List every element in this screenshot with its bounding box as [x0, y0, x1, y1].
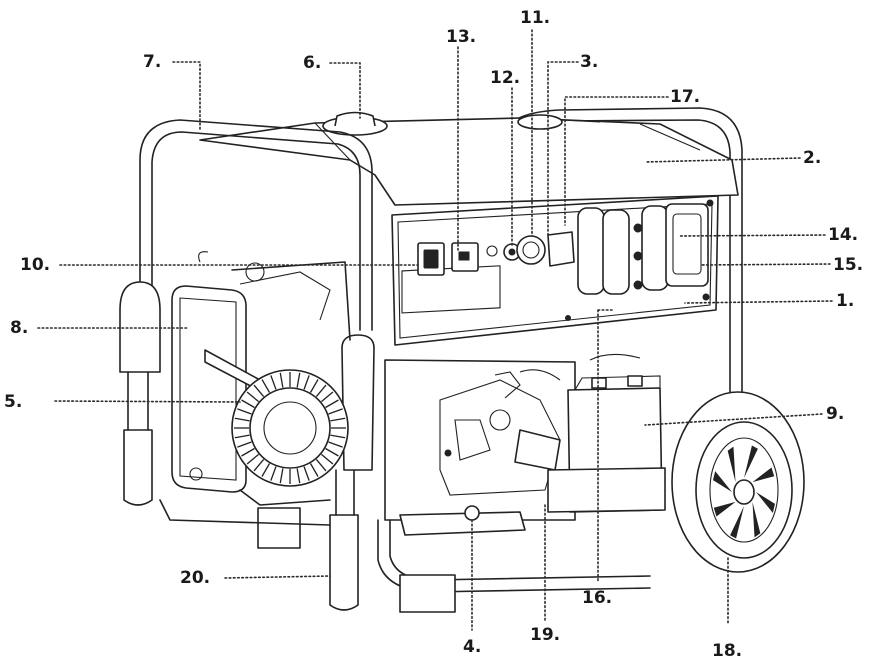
- starter-fin: [330, 417, 346, 422]
- wheel-spoke: [727, 446, 736, 483]
- front-handle-grip: [329, 514, 359, 611]
- base-frame: [159, 499, 651, 613]
- battery: [547, 353, 666, 513]
- starter-fin: [246, 391, 260, 403]
- front-frame: [119, 119, 375, 611]
- leader-14: [679, 234, 826, 237]
- starter-fin: [237, 441, 252, 448]
- leader-2: [644, 157, 801, 163]
- fuel-tank: [199, 111, 739, 206]
- callout-10: 10.: [20, 255, 50, 275]
- callout-8: 8.: [10, 318, 28, 338]
- callout-17: 17.: [670, 87, 700, 107]
- starter-fin: [279, 468, 284, 484]
- starter-fin: [309, 463, 319, 477]
- starter-fin: [303, 375, 310, 390]
- leader-3: [547, 61, 579, 236]
- left-handle-grip: [123, 429, 153, 506]
- starter-fin: [315, 458, 327, 472]
- fuel-gauge: [517, 114, 563, 130]
- callout-labels: 7. 6. 13. 12. 11. 3. 17. 2. 14. 15. 1. 9…: [4, 8, 863, 661]
- starter-fin: [328, 408, 343, 415]
- starter-fin: [234, 434, 250, 439]
- leader-9: [644, 413, 823, 426]
- wheel-spoke: [712, 471, 732, 492]
- wheel: [671, 391, 805, 573]
- starter-fin: [330, 434, 346, 439]
- wheel-spoke: [752, 467, 775, 483]
- callout-12: 12.: [490, 68, 520, 88]
- leader-lines: [37, 29, 833, 631]
- callout-7: 7.: [143, 52, 161, 72]
- front-foot: [399, 574, 456, 613]
- starter-fin: [320, 391, 334, 403]
- callout-9: 9.: [826, 404, 844, 424]
- alternator: [384, 359, 576, 536]
- air-filter: [171, 285, 247, 493]
- callout-6: 6.: [303, 53, 321, 73]
- wheel-spoke: [756, 492, 776, 513]
- leader-17: [564, 96, 669, 226]
- starter-fin: [279, 372, 284, 388]
- callout-1: 1.: [836, 291, 854, 311]
- starter-fin: [296, 468, 301, 484]
- starter-fin: [253, 384, 265, 398]
- callout-19: 19.: [530, 625, 560, 645]
- starter-fin: [309, 379, 319, 393]
- leader-6: [329, 62, 361, 119]
- callout-16: 16.: [582, 588, 612, 608]
- starter-fin: [270, 466, 277, 481]
- callout-4: 4.: [463, 637, 481, 657]
- callout-11: 11.: [520, 8, 550, 28]
- starter-fin: [325, 399, 339, 409]
- ac-outlet-large: [665, 203, 709, 287]
- leader-20: [224, 575, 331, 579]
- starter-fin: [241, 447, 255, 457]
- ac-socket: [516, 235, 546, 265]
- ac-outlet-center: [602, 209, 630, 295]
- starter-fin: [261, 463, 271, 477]
- callout-18: 18.: [712, 641, 742, 661]
- callout-3: 3.: [580, 52, 598, 72]
- callout-20: 20.: [180, 568, 210, 588]
- starter-fin: [261, 379, 271, 393]
- starter-fin: [241, 399, 255, 409]
- callout-13: 13.: [446, 27, 476, 47]
- leader-1: [684, 300, 833, 304]
- starter-fin: [325, 447, 339, 457]
- leader-16: [597, 309, 613, 583]
- wheel-spoke: [752, 501, 761, 538]
- starter-fin: [234, 417, 250, 422]
- wheel-spoke: [744, 445, 758, 478]
- ac-outlet-right: [641, 205, 669, 291]
- starter-fin: [246, 453, 260, 465]
- control-panel: [391, 195, 719, 346]
- engine: [171, 251, 351, 506]
- leader-5: [54, 400, 241, 403]
- callout-2: 2.: [803, 148, 821, 168]
- starter-fin: [296, 372, 301, 388]
- leader-15: [699, 263, 831, 266]
- starter-fin: [253, 458, 265, 472]
- wheel-spoke: [713, 501, 736, 517]
- callout-14: 14.: [828, 225, 858, 245]
- ac-outlet-left: [577, 207, 605, 295]
- wheel-spoke: [730, 506, 744, 539]
- recoil-starter: [231, 369, 349, 487]
- starter-fin: [315, 384, 327, 398]
- rear-foot: [257, 507, 301, 549]
- callout-15: 15.: [833, 255, 863, 275]
- starter-fin: [328, 441, 343, 448]
- starter-fin: [303, 466, 310, 481]
- leader-7: [172, 61, 201, 131]
- starter-fin: [270, 375, 277, 390]
- starter-fin: [237, 408, 252, 415]
- callout-5: 5.: [4, 392, 22, 412]
- starter-fin: [320, 453, 334, 465]
